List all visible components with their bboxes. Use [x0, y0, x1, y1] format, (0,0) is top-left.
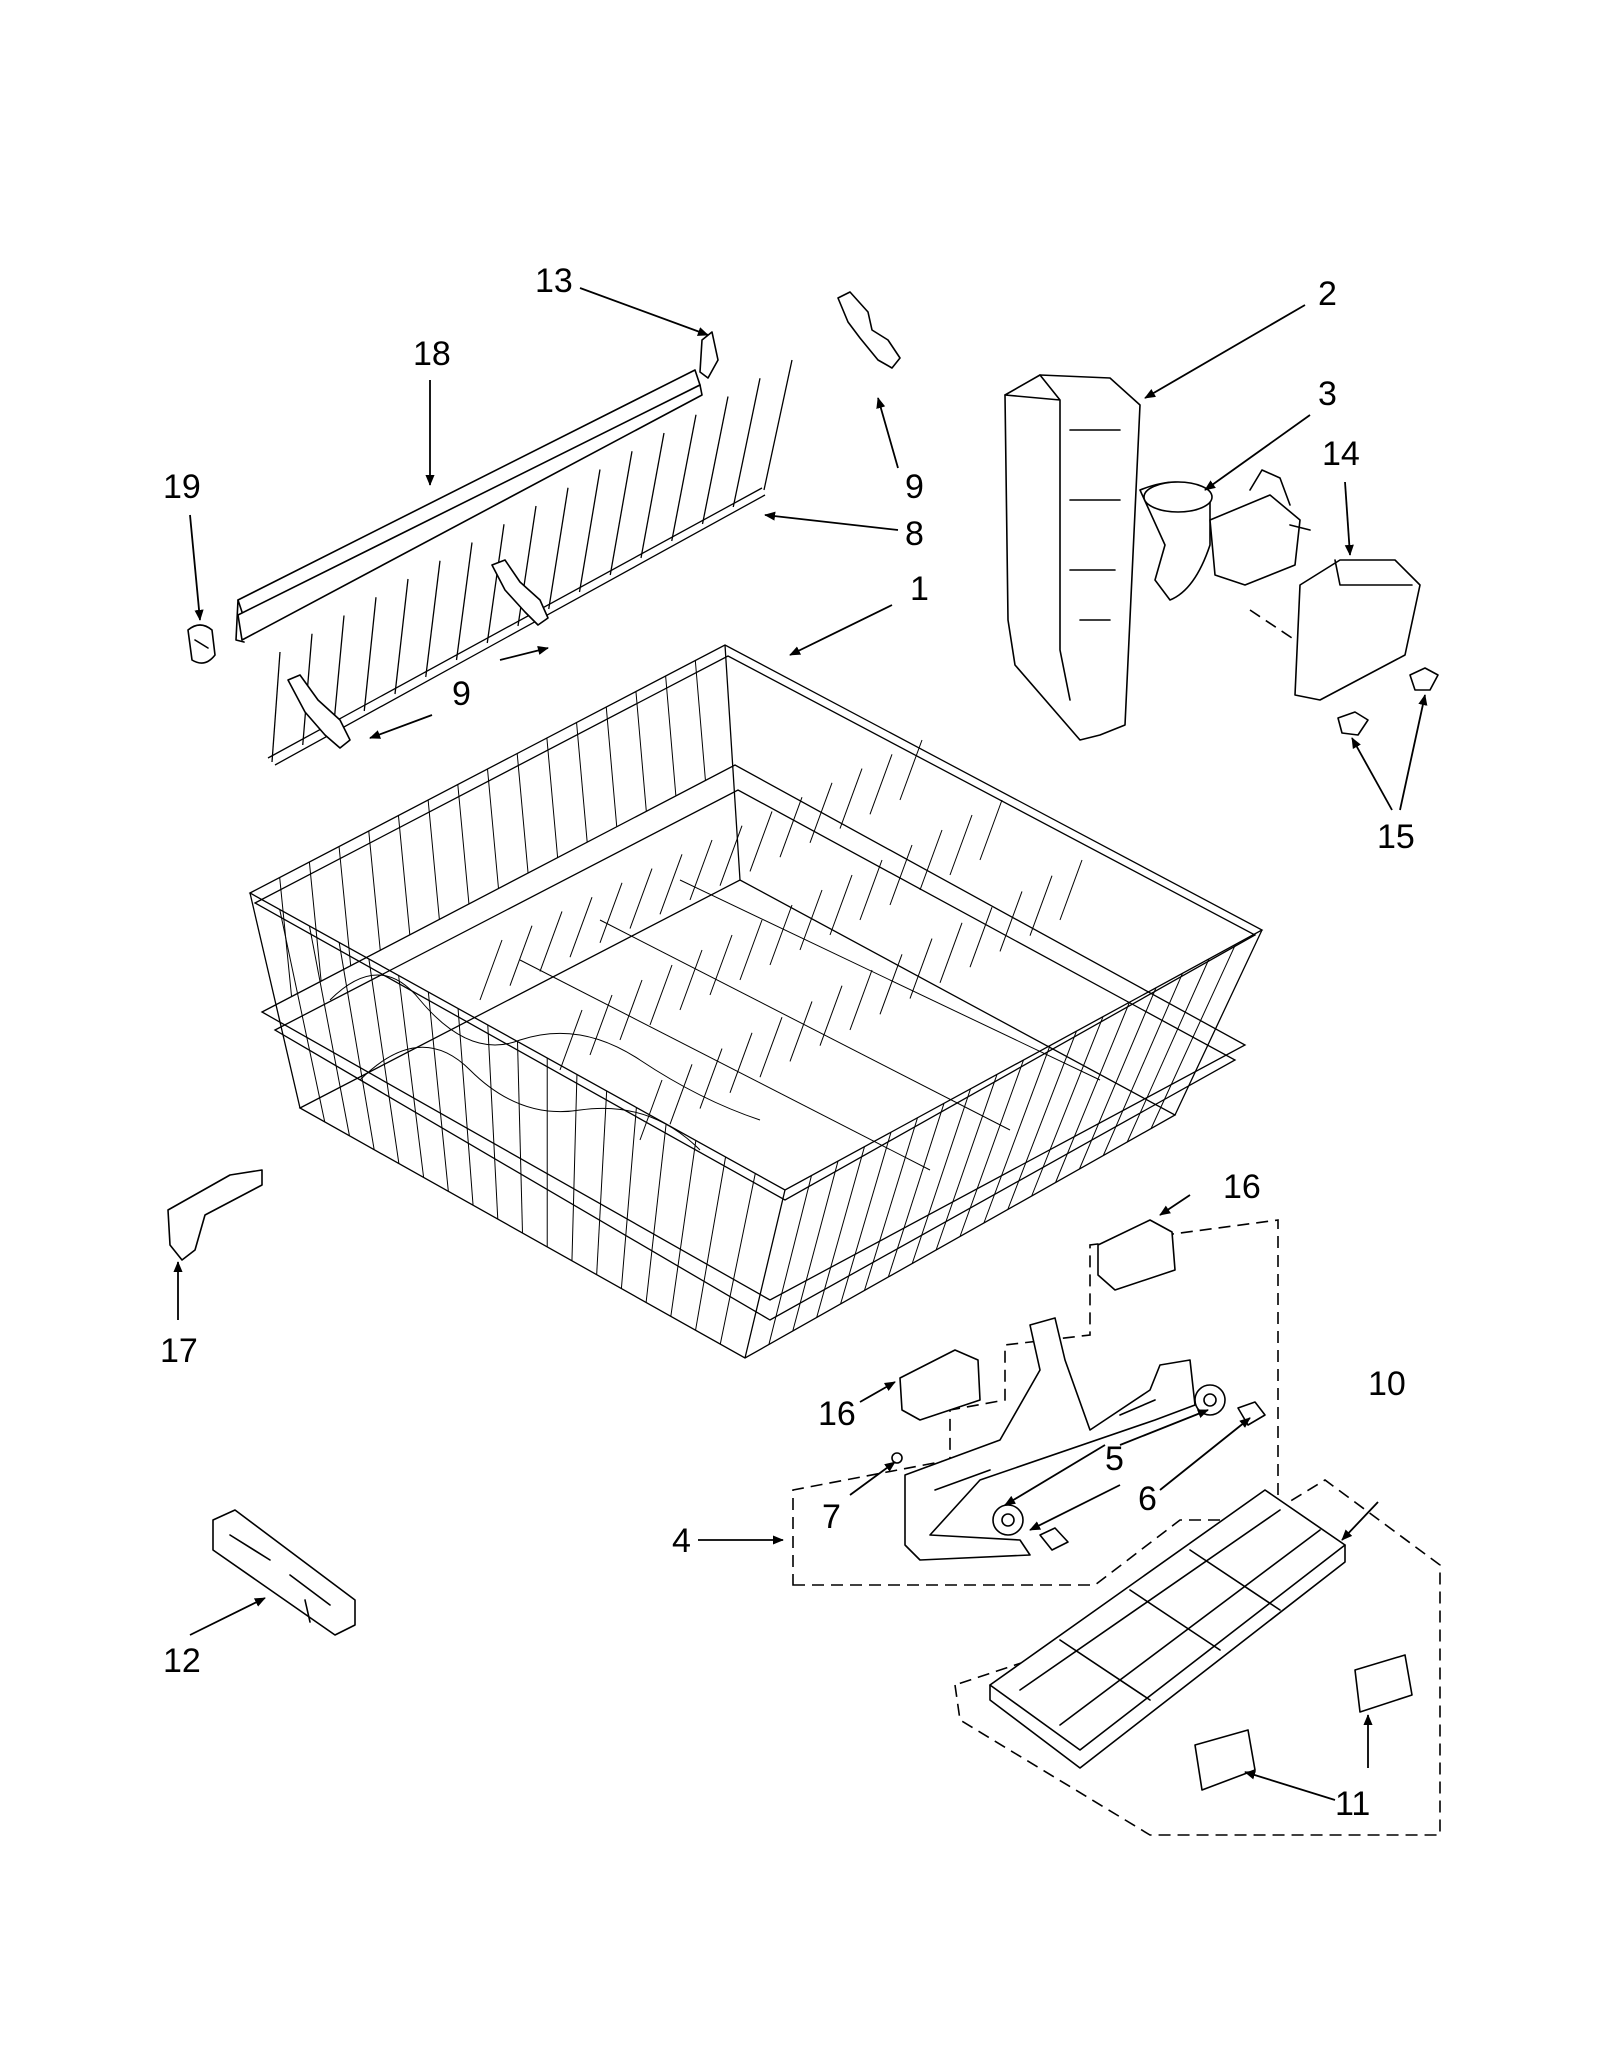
rail-wheel-left [992, 1504, 1024, 1536]
cover-screw-lower [1337, 711, 1369, 736]
callout-8: 8 [905, 515, 924, 553]
rail-axle-right [1237, 1401, 1266, 1426]
callout-14: 14 [1322, 435, 1360, 473]
callout-9-lower: 9 [452, 675, 471, 713]
callout-19: 19 [163, 468, 201, 506]
callout-6: 6 [1138, 1480, 1157, 1518]
callout-2: 2 [1318, 275, 1337, 313]
adjuster-lever [1139, 469, 1311, 601]
rack-bumper [167, 1169, 263, 1261]
tray-clip-right [1354, 1654, 1413, 1713]
callout-3: 3 [1318, 375, 1337, 413]
rail-bumper [212, 1509, 356, 1636]
cutlery-tray [989, 1489, 1346, 1769]
tine-clip-upper [837, 291, 901, 369]
callout-9-upper: 9 [905, 468, 924, 506]
callout-12: 12 [163, 1642, 201, 1680]
callout-16-upper: 16 [1223, 1168, 1261, 1206]
callout-5: 5 [1105, 1440, 1124, 1478]
callout-7: 7 [822, 1498, 841, 1536]
tine-bar [235, 369, 703, 643]
callout-17: 17 [160, 1332, 198, 1370]
callout-4: 4 [672, 1522, 691, 1560]
tine-clip [699, 331, 719, 379]
rail-stop-upper [1097, 1219, 1176, 1291]
rail-wheel-right [1194, 1384, 1226, 1416]
callout-16-lower: 16 [818, 1395, 856, 1433]
tine-clip-middle [491, 559, 549, 626]
rack-cap [187, 624, 216, 664]
cover-screw-upper [1409, 667, 1439, 691]
rail-pin [891, 1452, 903, 1464]
wheel-rail [904, 1317, 1196, 1561]
tine-clip-lower [287, 674, 351, 749]
callout-18: 18 [413, 335, 451, 373]
callout-10: 10 [1368, 1365, 1406, 1403]
upper-rack [248, 644, 1264, 1359]
leader-lines [173, 287, 1428, 1801]
tray-clip-left [1194, 1729, 1256, 1791]
adjuster-cover [1294, 559, 1421, 701]
rail-axle-left [1039, 1527, 1069, 1551]
callout-13: 13 [535, 262, 573, 300]
rack-adjuster-housing [1004, 374, 1141, 741]
callout-11: 11 [1335, 1785, 1370, 1823]
callout-1: 1 [910, 570, 929, 608]
callout-15: 15 [1377, 818, 1415, 856]
rail-stop-lower [899, 1349, 981, 1421]
tine-row [267, 359, 793, 766]
